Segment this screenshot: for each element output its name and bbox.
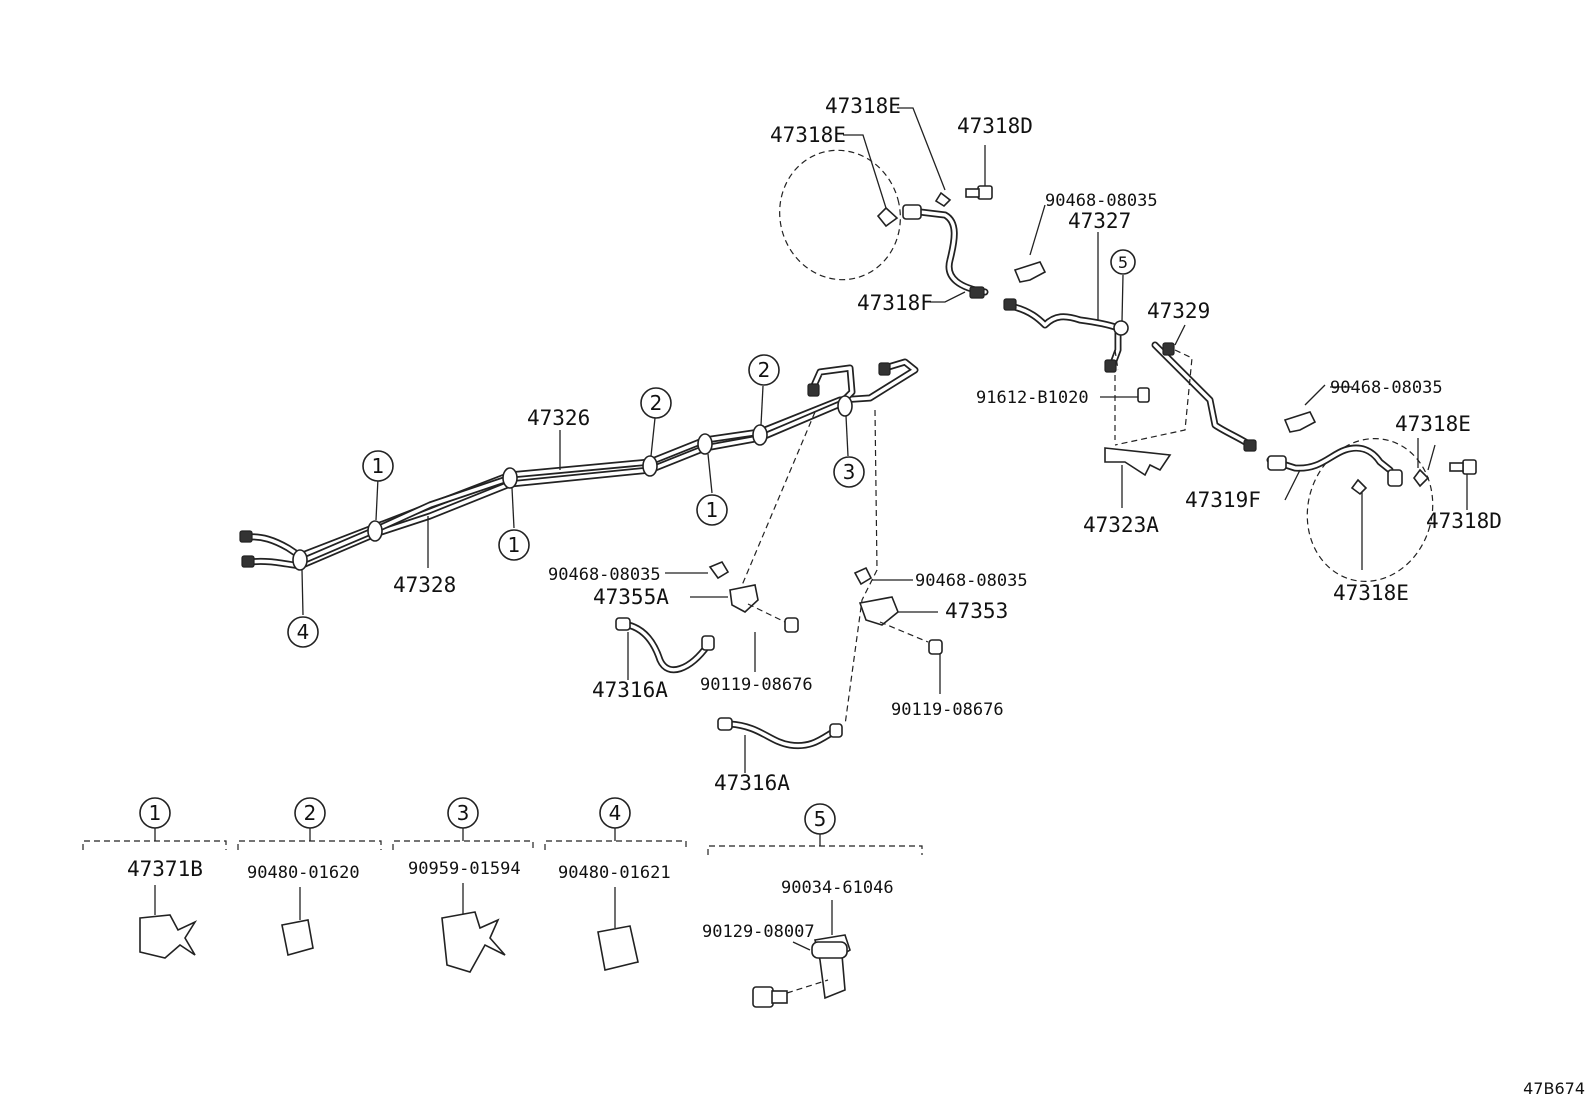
label-47328: 47328 — [393, 573, 456, 597]
legend-key-5: 5 — [814, 807, 827, 831]
label-90468-mid2: 90468-08035 — [915, 571, 1028, 591]
label-90468-right: 90468-08035 — [1330, 378, 1443, 398]
flex-hoses-47316A — [615, 617, 843, 773]
callout-5a: 5 — [1118, 253, 1128, 272]
pipe-47327 — [1003, 204, 1129, 373]
label-47318E-top: 47318E — [825, 94, 901, 118]
legend-part-90480-01621: 90480-01621 — [558, 863, 671, 883]
bundle-leaders — [301, 385, 849, 616]
label-47318D-top: 47318D — [957, 114, 1033, 138]
label-47318E-bottom: 47318E — [1333, 581, 1409, 605]
callout-1a: 1 — [372, 454, 385, 478]
callout-2a: 2 — [650, 391, 663, 415]
label-47353: 47353 — [945, 599, 1008, 623]
label-90468-mid1: 90468-08035 — [548, 565, 661, 585]
label-47318F: 47318F — [857, 291, 933, 315]
label-91612: 91612-B1020 — [976, 388, 1089, 408]
label-47319F: 47319F — [1185, 488, 1261, 512]
label-47318E-right: 47318E — [1395, 412, 1471, 436]
legend: 1 47371B 2 90480-01620 3 90959-01594 4 9… — [82, 797, 923, 1008]
label-90119-2: 90119-08676 — [891, 700, 1004, 720]
label-47323A: 47323A — [1083, 513, 1159, 537]
callout-1b: 1 — [508, 533, 521, 557]
label-47355A: 47355A — [593, 585, 669, 609]
legend-key-1: 1 — [149, 801, 162, 825]
main-pipe-bundle — [239, 358, 919, 571]
callout-1c: 1 — [706, 498, 719, 522]
part-labels: 47318E 47318E 47318D 90468-08035 47327 4… — [393, 94, 1502, 795]
label-90119-1: 90119-08676 — [700, 675, 813, 695]
middle-brackets — [665, 409, 943, 726]
legend-part-47371B: 47371B — [127, 857, 203, 881]
legend-key-4: 4 — [609, 801, 622, 825]
legend-part-90480-01620: 90480-01620 — [247, 863, 360, 883]
label-47316A-1: 47316A — [592, 678, 668, 702]
label-90468-top: 90468-08035 — [1045, 191, 1158, 211]
pipe-47329-assembly — [1100, 324, 1477, 582]
callout-4a: 4 — [297, 620, 310, 644]
diagram-callouts: 1 4 1 2 1 2 3 5 — [287, 249, 1136, 648]
label-47327: 47327 — [1068, 209, 1131, 233]
legend-part-90034-61046: 90034-61046 — [781, 878, 894, 898]
legend-part-90959-01594: 90959-01594 — [408, 859, 521, 879]
top-hose-assembly — [779, 145, 993, 299]
label-47316A-2: 47316A — [714, 771, 790, 795]
label-leaders — [843, 107, 1419, 468]
legend-part-90129-08007: 90129-08007 — [702, 922, 815, 942]
label-47318D-right: 47318D — [1426, 509, 1502, 533]
callout-3a: 3 — [843, 460, 856, 484]
diagram-reference: 47B674 — [1523, 1079, 1585, 1098]
callout-2b: 2 — [758, 358, 771, 382]
label-47329: 47329 — [1147, 299, 1210, 323]
legend-key-3: 3 — [457, 801, 470, 825]
label-47326: 47326 — [527, 406, 590, 430]
label-47318E-left: 47318E — [770, 123, 846, 147]
legend-key-2: 2 — [304, 801, 317, 825]
